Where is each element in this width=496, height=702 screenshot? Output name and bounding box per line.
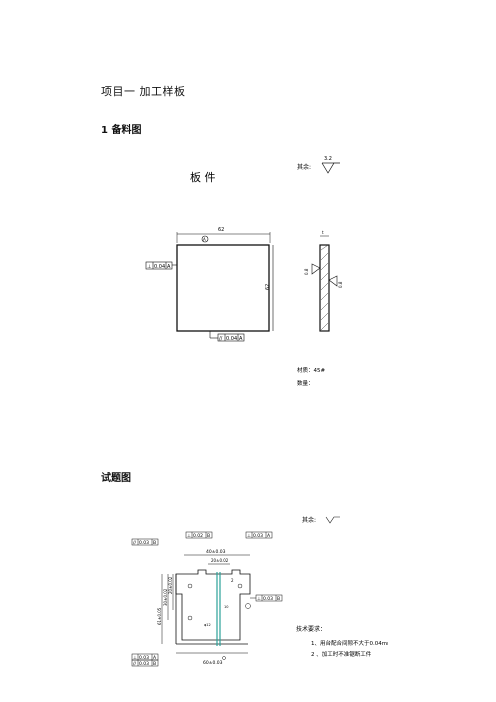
datum-marker [201, 235, 209, 243]
tol-perp-top-right: ⊥ 0.03 A [245, 531, 273, 539]
svg-text:B: B [207, 533, 210, 539]
roughness-right-icon [328, 275, 338, 287]
svg-text:A: A [167, 264, 171, 270]
section-heading-blank: 1 备料图 [101, 125, 142, 136]
roughness-left-icon [311, 263, 321, 275]
tol-bottom-left-2: // 0.03 B [131, 659, 159, 667]
height-dim: 62 [265, 284, 271, 290]
svg-text://: // [133, 540, 137, 546]
dim-bottom: 60±0.03 [203, 660, 223, 666]
face-roughness-1: 0.8 [304, 268, 309, 275]
plate-front-view [176, 244, 270, 332]
hole-right [245, 603, 251, 609]
datum-label: A [203, 237, 206, 242]
svg-text:B: B [153, 540, 156, 546]
svg-text:A: A [153, 655, 157, 661]
svg-text:⊥: ⊥ [147, 264, 151, 270]
svg-text:⊥: ⊥ [187, 533, 191, 539]
svg-text:⊥: ⊥ [133, 655, 137, 661]
svg-text:⊥: ⊥ [247, 533, 251, 539]
rest-roughness-label: 其余: [297, 163, 311, 171]
dim-small: 2 [231, 578, 234, 583]
rest-roughness-value: 3.2 [324, 156, 332, 162]
page-title: 项目一 加工样板 [101, 85, 186, 98]
dim-hole: φ12 [204, 623, 211, 627]
tech-req-2: 2 、加工时不准锯断工件 [311, 650, 372, 658]
svg-text:A: A [239, 336, 243, 342]
svg-text://: // [219, 336, 223, 342]
hole-bottom [222, 656, 226, 660]
svg-text://: // [133, 661, 137, 667]
tech-req-title: 技术要求： [296, 625, 326, 633]
blank-drawing: 板 件 其余: 3.2 62 A 62 ⊥ 0.04 A // 0.04 A [145, 156, 343, 387]
dim-center: 10 [224, 605, 228, 609]
svg-text:0.03: 0.03 [139, 540, 149, 546]
dim-left-mid: 30±0.02 [163, 588, 168, 606]
width-dim: 62 [218, 227, 224, 233]
svg-text:⊥: ⊥ [257, 596, 261, 602]
test-part-outline [175, 569, 251, 641]
test-drawing: 其余: // 0.03 B ⊥ 0.02 B ⊥ 0.03 A 40±0.03 … [131, 516, 388, 667]
section-heading-test: 试题图 [101, 473, 131, 484]
test-rest-roughness-label: 其余: [302, 516, 316, 524]
thickness-dim: t [322, 230, 324, 235]
roughness-symbol-icon [321, 162, 340, 174]
part-name: 板 件 [190, 170, 216, 184]
tech-req-1: 1、用台配合间隙不大于0.04mm [311, 639, 388, 647]
tol-parallel-top-left: // 0.03 B [131, 538, 159, 546]
tol-perp-right: ⊥ 0.03 B [250, 594, 283, 602]
svg-text:A: A [267, 533, 271, 539]
svg-text:0.03: 0.03 [139, 655, 149, 661]
dim-top: 40±0.03 [206, 549, 226, 555]
tol-perp-top: ⊥ 0.02 B [185, 531, 213, 539]
hole-top-right [237, 583, 243, 589]
test-roughness-symbol-icon [325, 516, 340, 524]
dim-left-outer: 61±0.05 [157, 607, 162, 625]
face-roughness-2: 0.8 [338, 281, 343, 288]
dim-left-inner: 20±0.02 [168, 576, 173, 594]
svg-text:0.03: 0.03 [253, 533, 263, 539]
plate-side-view [319, 244, 330, 332]
svg-text:B: B [277, 596, 280, 602]
tolerance-frame-left: ⊥ 0.04 A [145, 261, 177, 270]
dim-slot: 20±0.02 [211, 558, 229, 563]
svg-text:0.03: 0.03 [263, 596, 273, 602]
svg-text:0.04: 0.04 [154, 264, 165, 270]
svg-text:0.04: 0.04 [226, 336, 237, 342]
hole-top-left [187, 583, 193, 589]
svg-text:0.02: 0.02 [193, 533, 203, 539]
material-label: 材质：45# [297, 366, 325, 374]
svg-text:B: B [153, 661, 156, 667]
quantity-label: 数量： [297, 379, 314, 387]
tolerance-frame-bottom: // 0.04 A [209, 331, 245, 342]
svg-text:0.03: 0.03 [139, 661, 149, 667]
hole-bottom-left [187, 615, 193, 621]
